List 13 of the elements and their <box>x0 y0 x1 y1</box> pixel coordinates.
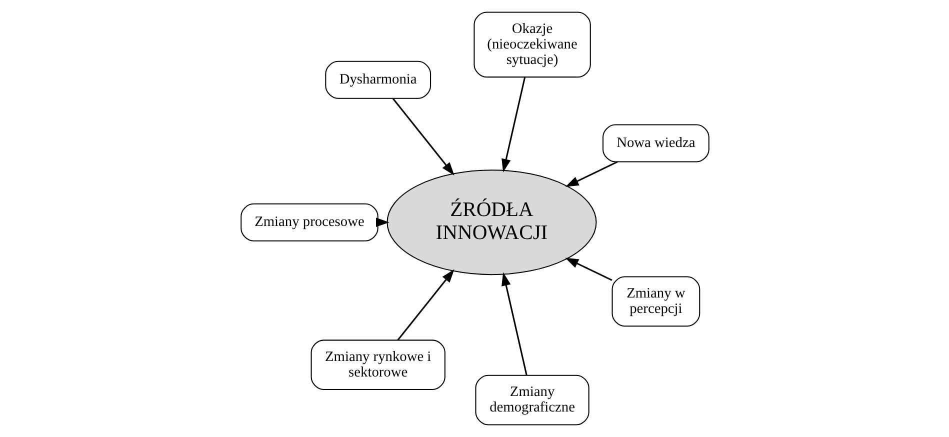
arrow <box>564 161 618 187</box>
arrow <box>396 269 454 340</box>
node-ellipse: ŹRÓDŁA INNOWACJI <box>386 170 596 276</box>
node-box: Zmiany w percepcji <box>611 276 700 327</box>
node-box: Zmiany demograficzne <box>474 374 589 426</box>
node-box: Dysharmonia <box>324 60 431 99</box>
arrow <box>501 272 527 376</box>
arrow <box>564 258 612 281</box>
node-box: Nowa wiedza <box>602 124 709 162</box>
node-box: Zmiany rynkowe i sektorowe <box>310 340 445 390</box>
arrow <box>392 98 454 176</box>
node-box: Okazje (nieoczekiwane sytuacje) <box>473 12 590 78</box>
arrow <box>501 77 526 172</box>
